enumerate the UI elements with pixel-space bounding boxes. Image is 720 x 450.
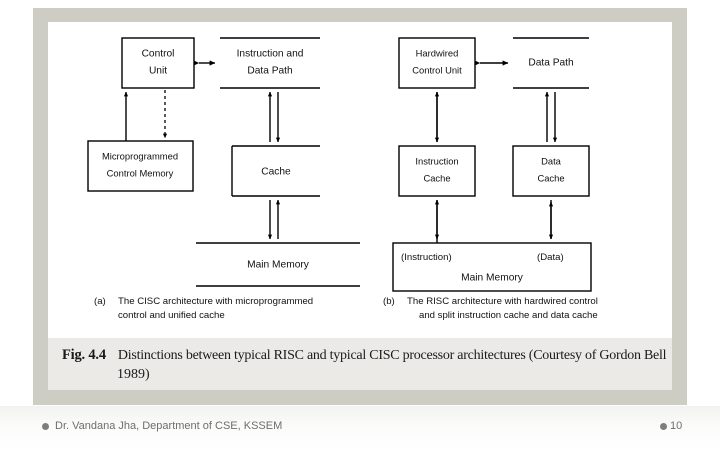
box-label-mcm-line2: Control Memory: [107, 167, 174, 178]
connector-idp-cache: [267, 91, 281, 143]
box-label-control-unit-line2: Unit: [149, 66, 167, 77]
connector-cache-mainmemory: [267, 199, 281, 240]
page-number: 10: [670, 420, 683, 432]
subcaption-b-key: (b): [383, 296, 395, 307]
figure-caption-line1: Distinctions between typical RISC and ty…: [117, 348, 667, 363]
subcaption-a-line2: control and unified cache: [118, 310, 225, 321]
box-label-mcm-line1: Microprogrammed: [102, 150, 178, 161]
subcaption-a-key: (a): [94, 296, 106, 307]
box-main-memory-cisc: Main Memory: [196, 242, 360, 287]
box-label-control-unit-line1: Control: [142, 49, 175, 60]
subcaption-b-line2: and split instruction cache and data cac…: [419, 310, 598, 321]
footer-author-group: Dr. Vandana Jha, Department of CSE, KSSE…: [42, 420, 282, 432]
box-control-unit: Control Unit: [121, 37, 195, 89]
box-instruction-cache: Instruction Cache: [398, 145, 476, 197]
figure-caption: Fig. 4.4 Distinctions between typical RIS…: [62, 344, 670, 385]
box-label-main-memory-risc-line2: Main Memory: [461, 273, 524, 284]
box-label-data-cache-line2: Cache: [537, 172, 564, 183]
box-label-main-memory-instruction: (Instruction): [401, 252, 452, 263]
box-label-instruction-and-data-path-line2: Data Path: [247, 66, 292, 77]
box-label-instruction-and-data-path-line1: Instruction and: [237, 49, 304, 60]
slide-content-area: Control Unit Instruction and Data Path: [48, 22, 672, 390]
box-label-cache: Cache: [261, 167, 291, 178]
subcaption-a-line1: The CISC architecture with microprogramm…: [118, 296, 313, 307]
box-label-main-memory-data: (Data): [537, 252, 564, 263]
box-instruction-and-data-path: Instruction and Data Path: [220, 37, 320, 89]
box-label-data-cache-line1: Data: [541, 155, 562, 166]
architecture-diagram: Control Unit Instruction and Data Path: [48, 22, 672, 338]
subcaption-panel-b: (b) The RISC architecture with hardwired…: [383, 296, 598, 321]
footer-author-text: Dr. Vandana Jha, Department of CSE, KSSE…: [55, 420, 283, 432]
box-label-data-path: Data Path: [528, 58, 573, 69]
bullet-icon: [660, 422, 667, 430]
subcaption-b-line1: The RISC architecture with hardwired con…: [407, 296, 598, 307]
box-label-hwcu-line2: Control Unit: [412, 64, 462, 75]
figure-caption-line2: 1989): [117, 366, 150, 382]
connector-dcache-datapath: [544, 91, 558, 143]
box-data-path: Data Path: [513, 37, 589, 89]
box-cache: Cache: [231, 145, 320, 197]
box-label-instruction-cache-line2: Cache: [423, 172, 450, 183]
figure-image: Control Unit Instruction and Data Path: [48, 22, 672, 338]
box-label-main-memory-cisc: Main Memory: [247, 260, 310, 271]
slide-frame: Control Unit Instruction and Data Path: [33, 8, 687, 405]
bullet-icon: [42, 422, 49, 430]
footer-page-group: 10: [660, 420, 682, 432]
box-data-cache: Data Cache: [512, 145, 590, 197]
figure-number: Fig. 4.4: [62, 347, 106, 363]
box-hardwired-control-unit: Hardwired Control Unit: [398, 37, 476, 89]
box-main-memory-risc: (Instruction) (Data) Main Memory: [392, 242, 592, 292]
subcaption-panel-a: (a) The CISC architecture with microprog…: [94, 296, 313, 321]
box-label-hwcu-line1: Hardwired: [416, 47, 459, 58]
slide-footer: Dr. Vandana Jha, Department of CSE, KSSE…: [0, 406, 720, 450]
box-label-instruction-cache-line1: Instruction: [415, 155, 458, 166]
figure-caption-band: Fig. 4.4 Distinctions between typical RIS…: [48, 338, 672, 390]
box-microprogrammed-control-memory: Microprogrammed Control Memory: [87, 140, 194, 192]
